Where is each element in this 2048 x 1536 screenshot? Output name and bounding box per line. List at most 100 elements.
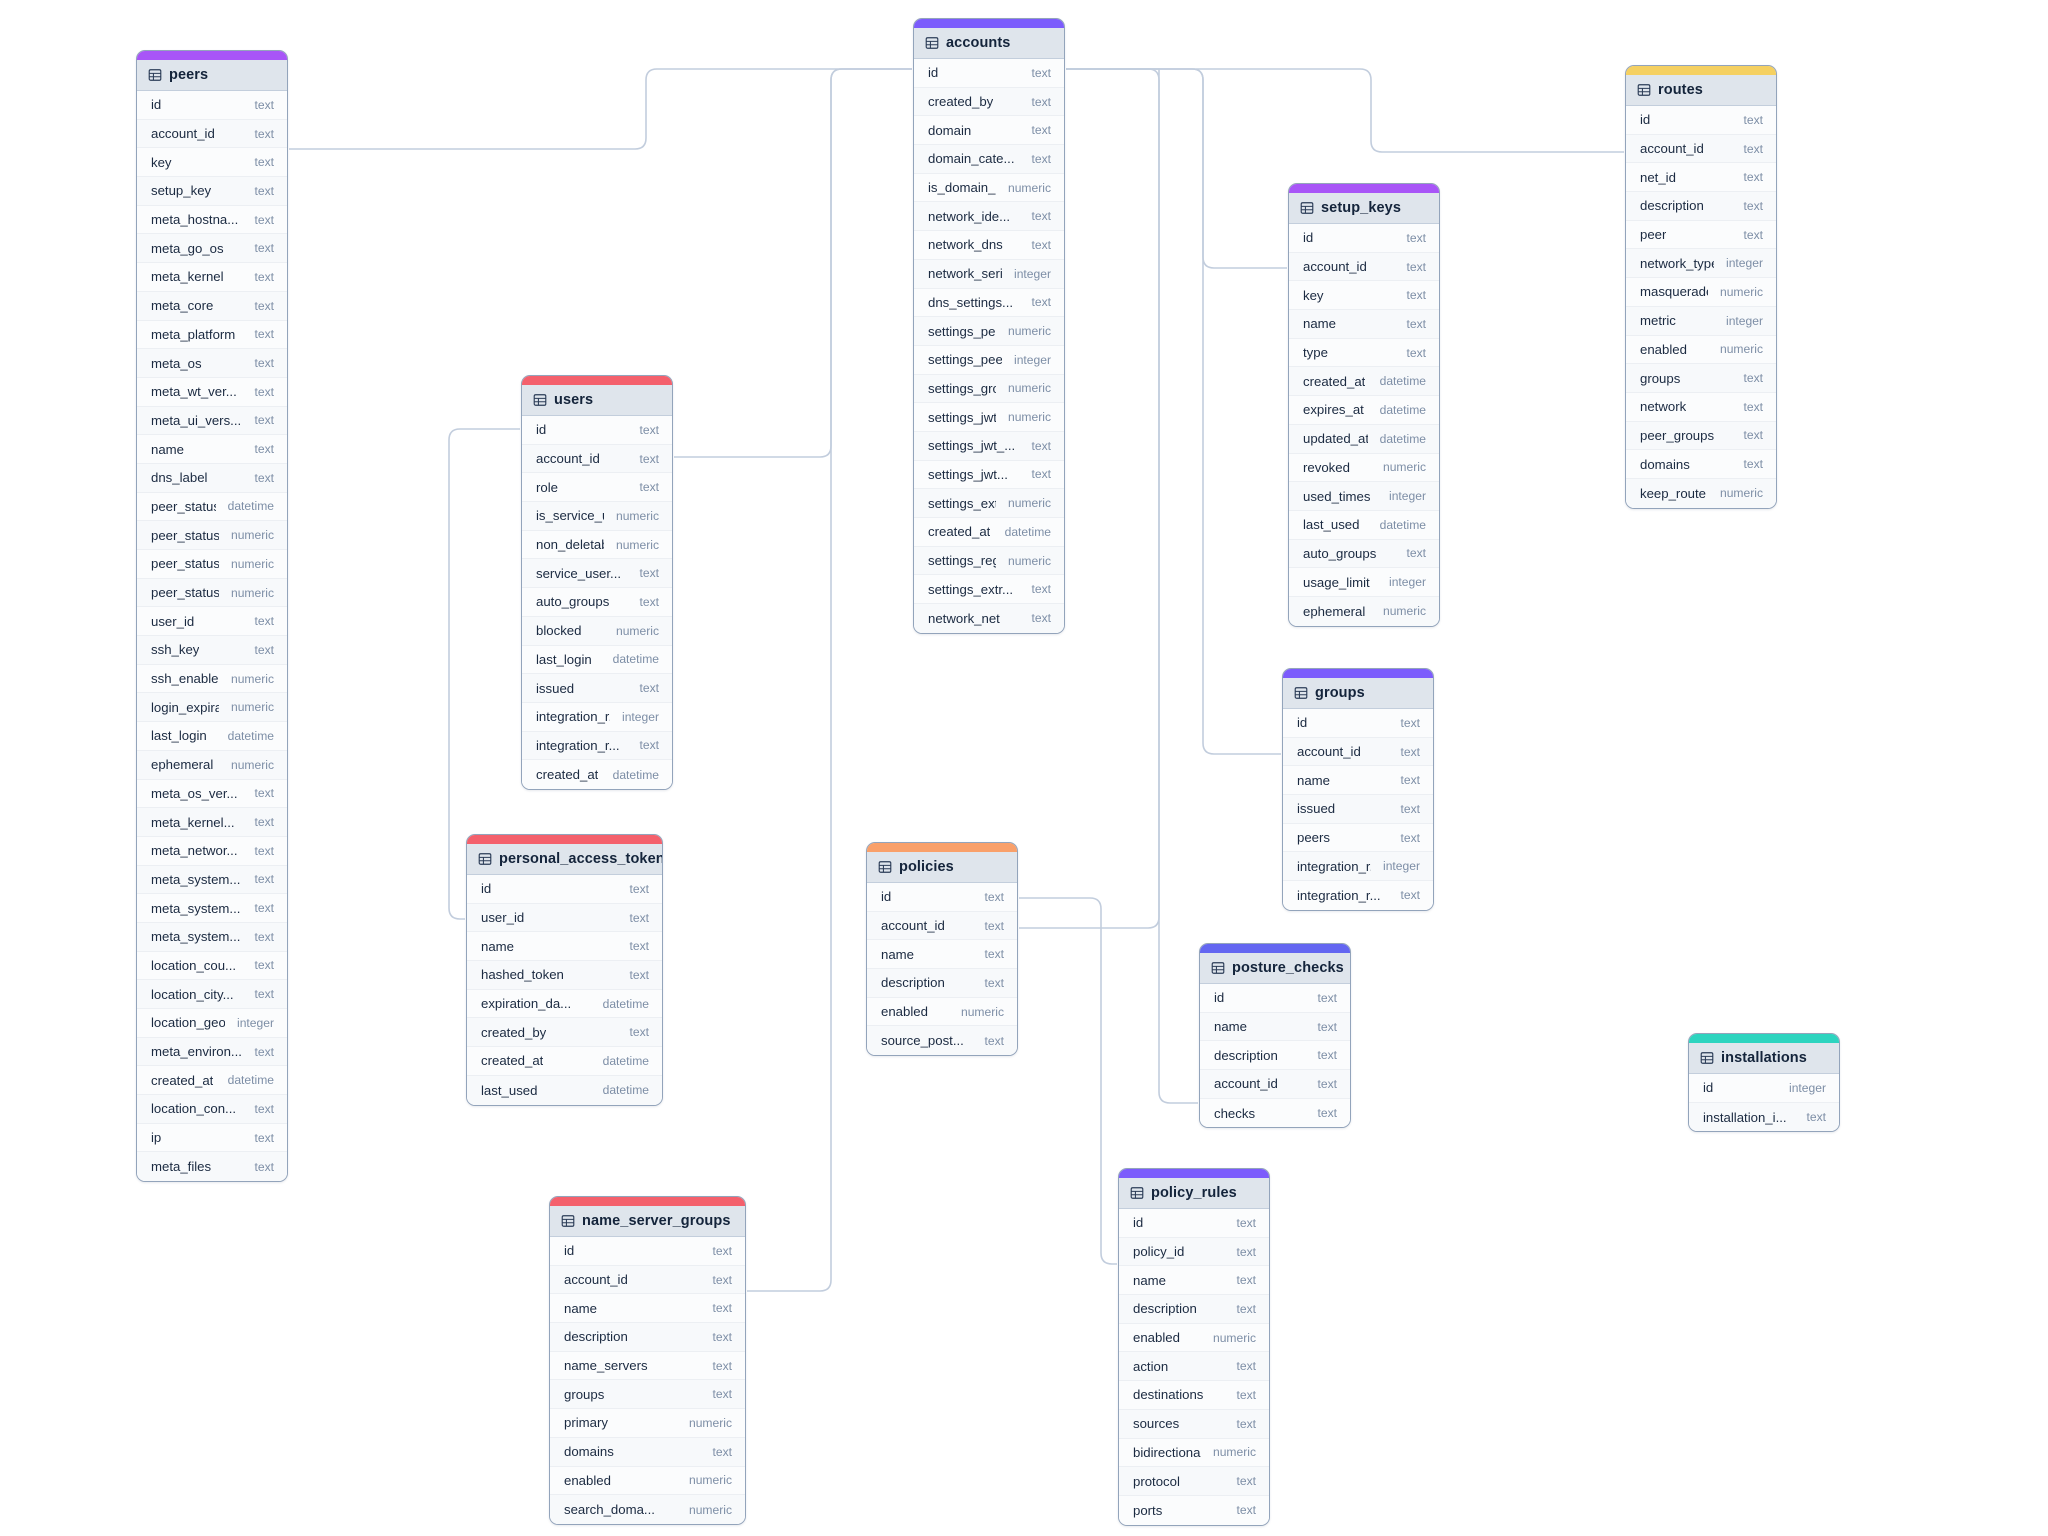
table-header[interactable]: users bbox=[522, 385, 672, 416]
field-row[interactable]: location_geo...integer bbox=[137, 1009, 287, 1038]
field-row[interactable]: non_deletablenumeric bbox=[522, 530, 672, 560]
field-row[interactable]: is_service_us...numeric bbox=[522, 502, 672, 531]
field-row[interactable]: is_domain_pr...numeric bbox=[914, 173, 1064, 203]
field-row[interactable]: dns_settings...text bbox=[914, 288, 1064, 318]
field-row[interactable]: meta_environ...text bbox=[137, 1037, 287, 1067]
field-row[interactable]: settings_jwt_...text bbox=[914, 431, 1064, 461]
field-row[interactable]: settings_pee...numeric bbox=[914, 317, 1064, 346]
field-row[interactable]: meta_system...text bbox=[137, 865, 287, 895]
table-header[interactable]: setup_keys bbox=[1289, 193, 1439, 224]
field-row[interactable]: meta_hostna...text bbox=[137, 205, 287, 235]
field-row[interactable]: settings_extr...numeric bbox=[914, 489, 1064, 518]
field-row[interactable]: integration_r...text bbox=[522, 731, 672, 761]
field-row[interactable]: meta_os_ver...text bbox=[137, 779, 287, 809]
field-row[interactable]: service_user...text bbox=[522, 559, 672, 589]
field-row[interactable]: expiration_da...datetime bbox=[467, 989, 662, 1019]
field-row[interactable]: source_post...text bbox=[867, 1026, 1017, 1056]
table-header[interactable]: policy_rules bbox=[1119, 1178, 1269, 1209]
field-row[interactable]: integration_r...integer bbox=[522, 702, 672, 732]
table-header[interactable]: posture_checks bbox=[1200, 953, 1350, 984]
table-header[interactable]: name_server_groups bbox=[550, 1206, 745, 1237]
field-row[interactable]: location_con...text bbox=[137, 1095, 287, 1124]
field-row[interactable]: settings_gro...numeric bbox=[914, 374, 1064, 404]
field-row[interactable]: settings_pee...integer bbox=[914, 345, 1064, 375]
field-row[interactable]: network_serialinteger bbox=[914, 259, 1064, 289]
field-row[interactable]: settings_reg...numeric bbox=[914, 546, 1064, 576]
field-row[interactable]: domain_cate...text bbox=[914, 145, 1064, 174]
table-header[interactable]: personal_access_tokens bbox=[467, 844, 662, 875]
table-header[interactable]: routes bbox=[1626, 75, 1776, 106]
field-row[interactable]: login_expirati...numeric bbox=[137, 693, 287, 723]
field-row[interactable]: location_city...text bbox=[137, 980, 287, 1009]
field-row[interactable]: meta_system...text bbox=[137, 894, 287, 923]
field-row[interactable]: integration_r...text bbox=[1283, 881, 1433, 910]
field-row[interactable]: meta_kernel...text bbox=[137, 808, 287, 837]
field-row[interactable]: peer_status_...numeric bbox=[137, 521, 287, 550]
table-header[interactable]: groups bbox=[1283, 678, 1433, 709]
